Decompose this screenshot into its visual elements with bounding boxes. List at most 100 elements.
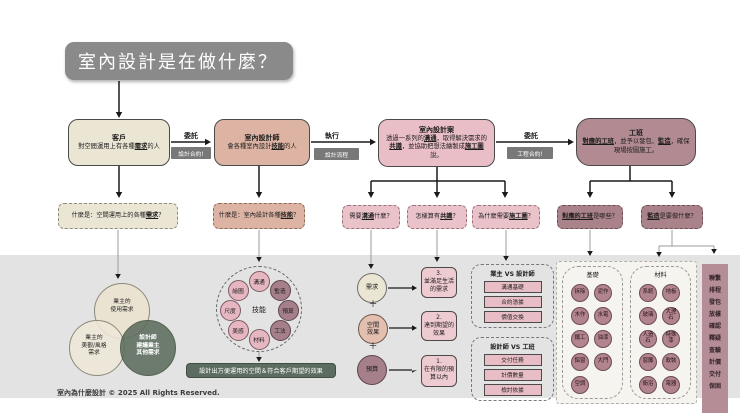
node-project-desc: 透過一系列的溝通，取得解決需求的共識，並協助把想法繪製成施工圖說。: [386, 135, 487, 159]
venn-circle-designer-suggestions: [120, 320, 176, 376]
trade-circle-材料-2: 地板: [662, 284, 680, 302]
equation-term-needs: 需求: [357, 273, 387, 303]
trade-circle-基礎-5: 鐵工: [571, 330, 589, 348]
panel-column-basics: 基礎: [562, 266, 623, 399]
pipeline-item-4: 放樣: [708, 310, 721, 318]
vs-item-task-delivery: 交付任務: [483, 354, 542, 366]
trade-circle-基礎-1: 拆除: [571, 284, 589, 302]
equation-term-budget: 預算: [357, 355, 387, 385]
result-box-3: 3. 並滿足生活的需求: [421, 267, 457, 298]
trade-circle-基礎-4: 水電: [594, 307, 612, 325]
result-2-number: 2.: [436, 314, 442, 321]
question-box-consensus: 怎樣算有共識？: [407, 205, 467, 229]
skills-wheel: [216, 266, 302, 352]
skill-circle-7: 尺度: [219, 299, 241, 321]
pipeline-item-3: 發包: [708, 298, 721, 306]
pipeline-item-7: 查驗: [708, 346, 721, 354]
pipeline-item-6: 釋疑: [708, 334, 721, 342]
vs-title-owner-designer: 業主 VS 設計師: [490, 271, 535, 278]
vs-item-pricing-quantity: 計價數量: [483, 369, 542, 381]
skill-circle-5: 材料: [248, 328, 270, 350]
trade-circle-材料-9: 衛浴: [639, 376, 657, 394]
venn-circle-style-needs: [69, 320, 125, 376]
link-label-commission-1: 委託: [184, 132, 198, 140]
panel-title-materials: 材料: [654, 272, 667, 279]
result-3-number: 3.: [436, 270, 442, 277]
node-crew-desc: 對應的工班，並予以發包、監造，確保現場按圖施工。: [582, 138, 690, 154]
trade-circle-材料-1: 系統: [639, 284, 657, 302]
node-client-desc: 對空間運用上有各種需求的人: [78, 142, 160, 150]
outcome-box: 設計出方便運用的空間＆符合客戶期望的效果: [186, 363, 336, 378]
flow-node-project: 室內設計案 透過一系列的溝通，取得解決需求的共識，並協助把想法繪製成施工圖說。: [378, 119, 495, 167]
vs-item-value-exchange: 價值交換: [483, 311, 542, 323]
vs-section-designer-crew: 設計師 VS 工班 交付任務 計價數量 檢討依據: [471, 337, 554, 401]
question-box-skills: 什麼是：室內設計各種技能？: [213, 203, 305, 229]
page-title: 室內設計是在做什麼？: [65, 42, 293, 80]
question-box-supervision: 監造是要做什麼？: [641, 205, 703, 229]
result-1-number: 1.: [436, 358, 442, 365]
skill-circle-2: 監造: [269, 279, 291, 301]
trade-circle-材料-7: 窗簾: [639, 353, 657, 371]
vs-item-communication-basis: 溝通基礎: [483, 281, 542, 293]
link-label-execute: 執行: [325, 132, 339, 140]
skills-center-label: 技能: [252, 306, 266, 314]
pipeline-item-10: 保固: [708, 382, 721, 390]
result-box-2: 2. 達到期望的效果: [421, 311, 457, 341]
node-client-title: 客戶: [112, 133, 126, 142]
venn-label-designer-suggestions: 設計師 建議業主 其他需求: [136, 335, 160, 357]
trade-circle-材料-10: 電器: [662, 376, 680, 394]
contract-tag-construction: 工程合約!: [507, 147, 553, 159]
vs-item-review-basis: 檢討依據: [483, 384, 542, 396]
process-tag-design-flow: 設計流程: [314, 148, 359, 160]
panel-column-materials: 材料: [630, 266, 691, 399]
panel-title-basics: 基礎: [586, 272, 599, 279]
trade-circle-基礎-3: 木作: [571, 307, 589, 325]
skill-circle-6: 美感: [227, 319, 249, 341]
question-box-drawings: 為什麼需要施工圖？: [472, 205, 540, 229]
pipeline-item-8: 計價: [708, 358, 721, 366]
flow-node-client: 客戶 對空間運用上有各種需求的人: [68, 119, 170, 166]
result-2-text: 達到期望的效果: [424, 321, 455, 337]
vs-title-designer-crew: 設計師 VS 工班: [490, 344, 535, 351]
trade-circle-材料-8: 軟裝: [662, 353, 680, 371]
flow-node-designer: 室內設計師 會各種室內設計技能的人: [214, 119, 310, 166]
vs-item-contract-evidence: 合約憑據: [483, 296, 542, 308]
trade-circle-材料-4: 大理石: [662, 307, 680, 325]
pipeline-item-9: 交付: [708, 370, 721, 378]
pipeline-item-1: 聯繫: [708, 274, 721, 282]
pipeline-item-5: 確認: [708, 322, 721, 330]
equation-term-space-effect: 空間 效果: [358, 314, 388, 344]
link-label-commission-2: 委託: [524, 132, 538, 140]
trade-circle-材料-5: 人造石: [639, 330, 657, 348]
node-crew-title: 工班: [629, 129, 643, 138]
plus-sign-1: ＋: [368, 300, 378, 310]
supervision-pipeline-bar: 聯繫排程發包放樣確認釋疑查驗計價交付保固: [702, 264, 728, 413]
venn-label-usage-needs: 業主的 使用需求: [110, 299, 134, 313]
question-box-communication: 需要溝通什麼？: [342, 205, 400, 229]
footer-text: 室內為什麼設計 © 2025 All Rights Reserved.: [57, 389, 220, 397]
trade-circle-基礎-6: 油漆: [594, 330, 612, 348]
venn-label-style-needs: 業主的 美觀/風格 需求: [81, 335, 107, 357]
trade-circle-基礎-7: 鋁窗: [571, 353, 589, 371]
trade-circle-基礎-2: 泥作: [594, 284, 612, 302]
result-box-1: 1. 在有限的預算以內: [421, 355, 457, 387]
question-box-needs: 什麼是：空間運用上的各種需求？: [58, 203, 178, 229]
trade-circle-材料-6: 特殊漆: [662, 330, 680, 348]
vs-section-owner-designer: 業主 VS 設計師 溝通基礎 合約憑據 價值交換: [471, 264, 554, 328]
trade-circle-基礎-9: 空調: [571, 376, 589, 394]
node-designer-title: 室內設計師: [244, 133, 280, 142]
skill-circle-1: 溝通: [248, 270, 270, 292]
skill-circle-3: 預算: [277, 299, 299, 321]
node-designer-desc: 會各種室內設計技能的人: [227, 142, 297, 150]
contract-tag-design: 設計合約!: [171, 147, 211, 159]
skill-circle-4: 工法: [269, 319, 291, 341]
flow-node-crew: 工班 對應的工班，並予以發包、監造，確保現場按圖施工。: [576, 118, 696, 166]
result-1-text: 在有限的預算以內: [424, 365, 455, 381]
question-box-crews: 對應的工班是哪些？: [557, 205, 623, 229]
trade-circle-基礎-8: 大門: [594, 353, 612, 371]
trade-circle-材料-3: 玻璃: [639, 307, 657, 325]
result-3-text: 並滿足生活的需求: [424, 277, 455, 293]
skill-circle-8: 繪圖: [227, 279, 249, 301]
node-project-title: 室內設計案: [419, 126, 454, 135]
